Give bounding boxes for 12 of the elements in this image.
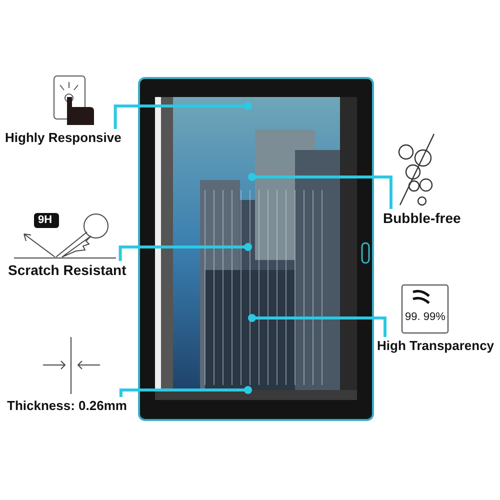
feature-label: Highly Responsive xyxy=(5,130,122,146)
feature-label: Scratch Resistant xyxy=(8,262,126,278)
feature-label: High Transparency xyxy=(377,338,494,354)
leader-line xyxy=(118,243,252,261)
leader-line xyxy=(248,173,392,209)
leader-line xyxy=(248,314,386,337)
leader-line xyxy=(114,102,252,129)
percentage-text: 99. 99% xyxy=(405,311,446,323)
feature-label: Thickness: 0.26mm xyxy=(7,398,127,414)
hardness-badge-text: 9H xyxy=(38,214,52,226)
leader-line xyxy=(119,386,252,397)
feature-label: Bubble-free xyxy=(383,210,461,226)
